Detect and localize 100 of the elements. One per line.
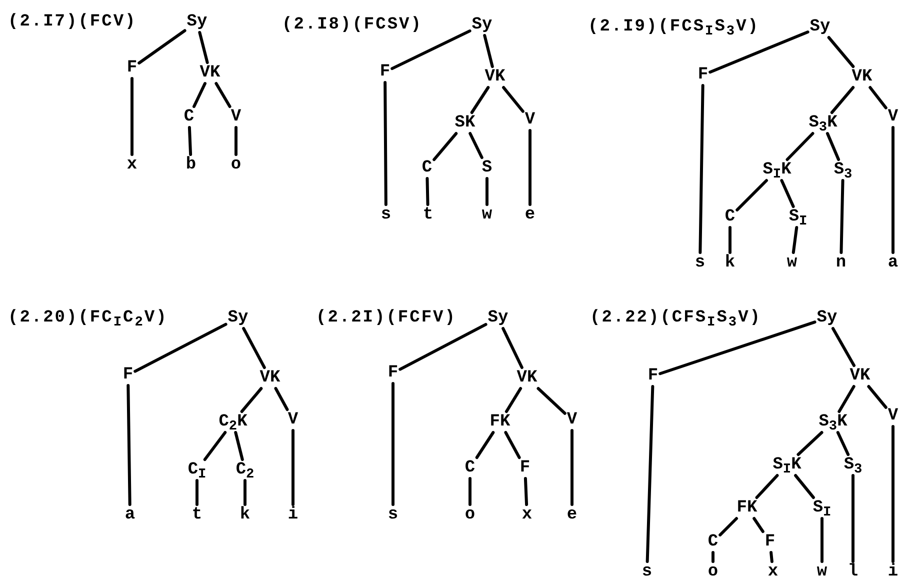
terminal-symbol: k: [240, 506, 250, 524]
example-label: (2.I8)(FCSV): [282, 16, 422, 34]
category-label: S$_{I}$: [812, 500, 832, 516]
category-label: S$_{I}$: [788, 208, 808, 226]
tree-branch: [528, 129, 532, 206]
terminal-symbol: x: [522, 506, 532, 524]
tree-branch: [570, 429, 574, 506]
tree-branch: [524, 477, 528, 506]
category-label: F: [388, 364, 398, 382]
tree-branch: [708, 30, 810, 74]
category-label: Sy: [488, 310, 508, 326]
tree-branch: [728, 226, 732, 254]
tree-branch: [483, 34, 494, 68]
category-label: C$_{I}$: [188, 462, 206, 478]
terminal-symbol: o: [230, 156, 242, 174]
tree-branch: [138, 29, 186, 64]
example-label: (2.I9)(FCS$_{I}$S$_{3}$V): [588, 18, 760, 36]
tree-branch: [240, 387, 263, 413]
tree-branch: [475, 431, 495, 459]
category-label: Sy: [810, 18, 830, 36]
terminal-symbol: s: [388, 506, 398, 524]
tree-branch: [794, 474, 815, 499]
tree-branch: [796, 431, 824, 456]
category-label: F: [764, 534, 776, 550]
terminal-symbol: w: [816, 564, 828, 580]
tree-branch: [196, 479, 198, 506]
terminal-symbol: x: [126, 156, 138, 174]
terminal-symbol: o: [464, 506, 476, 524]
terminal-symbol: l: [848, 564, 858, 580]
tree-branch: [780, 179, 795, 208]
terminal-symbol: e: [566, 506, 578, 524]
category-label: S$_{3}$: [844, 456, 862, 474]
tree-branch: [646, 385, 654, 563]
example-label: (2.I7)(FCV): [8, 14, 137, 30]
tree-branch: [838, 385, 856, 413]
category-label: S$_{I}$K: [762, 162, 792, 178]
tree-branch: [502, 86, 524, 113]
tree-branch: [188, 126, 192, 156]
category-label: V: [888, 408, 898, 424]
tree-branch: [868, 86, 888, 110]
category-label: VK: [516, 370, 538, 386]
tree-branch: [752, 517, 764, 533]
category-label: V: [566, 412, 578, 428]
category-label: C: [724, 208, 736, 226]
terminal-symbol: i: [888, 564, 898, 580]
tree-branch: [390, 29, 472, 70]
terminal-symbol: b: [186, 156, 196, 174]
category-label: S: [482, 160, 492, 176]
terminal-symbol: s: [380, 206, 392, 224]
tree-branch: [792, 226, 798, 254]
example-label: (2.2I)(FCFV): [316, 310, 456, 326]
tree-branch: [214, 82, 232, 108]
terminal-symbol: s: [694, 254, 706, 272]
category-label: S$_{3}$K: [818, 414, 848, 430]
category-label: C$_{2}$: [236, 462, 254, 478]
tree-branch: [198, 31, 209, 64]
category-label: V: [288, 412, 298, 428]
category-label: F: [648, 368, 658, 384]
tree-branch: [384, 81, 388, 206]
category-label: F: [520, 460, 530, 476]
category-label: VK: [200, 64, 220, 82]
example-label: (2.20)(FC$_{I}$C$_{2}$V): [8, 310, 168, 326]
tree-branch: [786, 132, 814, 161]
example-label: (2.22)(CFS$_{I}$S$_{3}$V): [590, 310, 762, 326]
tree-branch: [836, 431, 850, 456]
tree-branch: [392, 382, 394, 506]
tree-branch: [398, 322, 488, 371]
tree-branch: [827, 36, 855, 68]
tree-branch: [234, 126, 238, 156]
category-label: VK: [484, 68, 506, 86]
tree-branch: [203, 431, 227, 461]
tree-branch: [502, 327, 524, 369]
category-label: C: [464, 460, 476, 476]
tree-branch: [130, 77, 134, 156]
tree-branch: [892, 425, 894, 563]
category-label: Sy: [816, 310, 838, 326]
category-label: FK: [736, 500, 758, 516]
terminal-symbol: i: [288, 506, 298, 524]
tree-branch: [867, 385, 888, 409]
category-label: F: [122, 366, 134, 384]
tree-branch: [470, 86, 490, 114]
category-label: VK: [852, 68, 872, 86]
tree-branch: [274, 387, 289, 411]
tree-branch: [736, 179, 768, 212]
tree-branch: [234, 431, 244, 461]
terminal-symbol: s: [642, 564, 652, 580]
category-label: C: [708, 534, 718, 550]
tree-branch: [820, 517, 824, 563]
terminal-symbol: n: [836, 254, 846, 272]
tree-branch: [770, 551, 774, 563]
category-label: SK: [454, 114, 476, 132]
tree-branch: [831, 327, 856, 367]
terminal-symbol: t: [422, 206, 434, 224]
category-label: Sy: [186, 14, 208, 30]
tree-branch: [755, 474, 779, 499]
tree-branch: [134, 322, 228, 373]
category-label: S$_{3}$: [834, 162, 852, 178]
tree-branch: [826, 132, 840, 161]
category-label: C: [422, 160, 432, 176]
category-label: V: [888, 108, 898, 126]
